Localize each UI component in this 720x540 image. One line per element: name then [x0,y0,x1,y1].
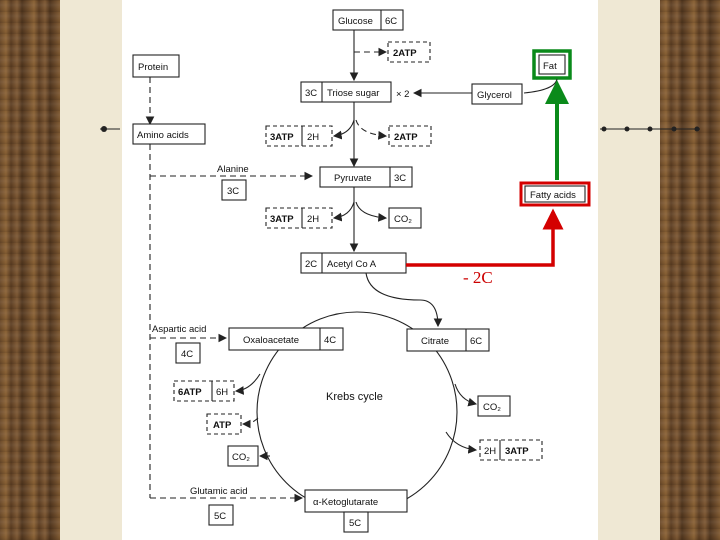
co2-b-node: CO₂ [227,445,259,467]
svg-text:Citrate: Citrate [421,336,449,347]
acetyl-coa-node: 2C Acetyl Co A [300,252,407,274]
krebs-cycle-label: Krebs cycle [326,391,383,403]
minus-2c-label: - 2C [463,268,493,287]
citrate-node: Citrate 6C [406,328,490,352]
co2-c-node: CO₂ [477,395,511,417]
svg-text:3C: 3C [394,173,406,184]
atp-2-top-node: 2ATP [387,41,431,63]
alanine-carbon-node: 3C [221,179,247,201]
svg-text:3C: 3C [305,88,317,99]
aspartic-carbon-node: 4C [175,342,201,364]
wood-border-right [660,0,720,540]
svg-text:2ATP: 2ATP [393,48,417,59]
atp-3-c-node: 2H 3ATP [479,439,543,461]
svg-text:ATP: ATP [213,420,232,431]
svg-text:5C: 5C [214,511,226,522]
protein-node: Protein [132,54,180,78]
svg-text:3ATP: 3ATP [270,214,294,225]
glucose-carbon: 6C [385,16,397,27]
svg-text:CO₂: CO₂ [483,402,501,413]
aspartic-acid-label: Aspartic acid [152,324,206,335]
glycerol-node: Glycerol [471,83,523,105]
svg-text:2H: 2H [307,214,319,225]
glucose-node: Glucose 6C [332,9,404,31]
svg-text:2H: 2H [484,446,496,457]
svg-text:6ATP: 6ATP [178,387,202,398]
svg-text:Glycerol: Glycerol [477,90,512,101]
svg-text:4C: 4C [181,349,193,360]
glutamic-carbon-node: 5C [208,504,234,526]
svg-text:5C: 5C [349,518,361,529]
pyruvate-node: Pyruvate 3C [319,166,413,188]
svg-text:6H: 6H [216,387,228,398]
atp-3-b-node: 3ATP 2H [265,207,333,229]
triose-node: 3C Triose sugar [300,81,392,103]
svg-text:Pyruvate: Pyruvate [334,173,372,184]
times-two-label: × 2 [396,89,409,100]
glutamic-acid-label: Glutamic acid [190,486,248,497]
atp-6-node: 6ATP 6H [173,380,235,402]
atp-single-node: ATP [206,413,242,435]
svg-text:2H: 2H [307,132,319,143]
svg-text:Acetyl Co A: Acetyl Co A [327,259,377,270]
ketoglutarate-node: α-Ketoglutarate [304,489,408,513]
svg-text:Fat: Fat [543,61,557,72]
alanine-label: Alanine [217,164,249,175]
co2-a-node: CO₂ [388,207,422,229]
svg-text:CO₂: CO₂ [394,214,412,225]
red-arrow [406,208,564,267]
svg-text:Fatty acids: Fatty acids [530,190,576,201]
svg-text:Amino acids: Amino acids [137,130,189,141]
svg-text:Protein: Protein [138,62,168,73]
oxaloacetate-node: Oxaloacetate 4C [228,327,344,351]
glucose-label: Glucose [338,16,373,27]
svg-text:4C: 4C [324,335,336,346]
wood-border-left [0,0,60,540]
svg-text:2C: 2C [305,259,317,270]
svg-text:CO₂: CO₂ [232,452,250,463]
svg-text:3ATP: 3ATP [270,132,294,143]
svg-text:3C: 3C [227,186,239,197]
fatty-acids-node: Fatty acids [519,181,591,207]
svg-text:Oxaloacetate: Oxaloacetate [243,335,299,346]
atp-3-a-node: 3ATP 2H [265,125,333,147]
svg-text:Triose sugar: Triose sugar [327,88,379,99]
svg-text:6C: 6C [470,336,482,347]
atp-2-b-node: 2ATP [388,125,432,147]
fat-node: Fat [532,49,572,80]
svg-text:3ATP: 3ATP [505,446,529,457]
amino-acids-node: Amino acids [132,123,206,145]
keto-carbon-node: 5C [343,511,369,533]
svg-text:α-Ketoglutarate: α-Ketoglutarate [313,497,378,508]
svg-text:2ATP: 2ATP [394,132,418,143]
